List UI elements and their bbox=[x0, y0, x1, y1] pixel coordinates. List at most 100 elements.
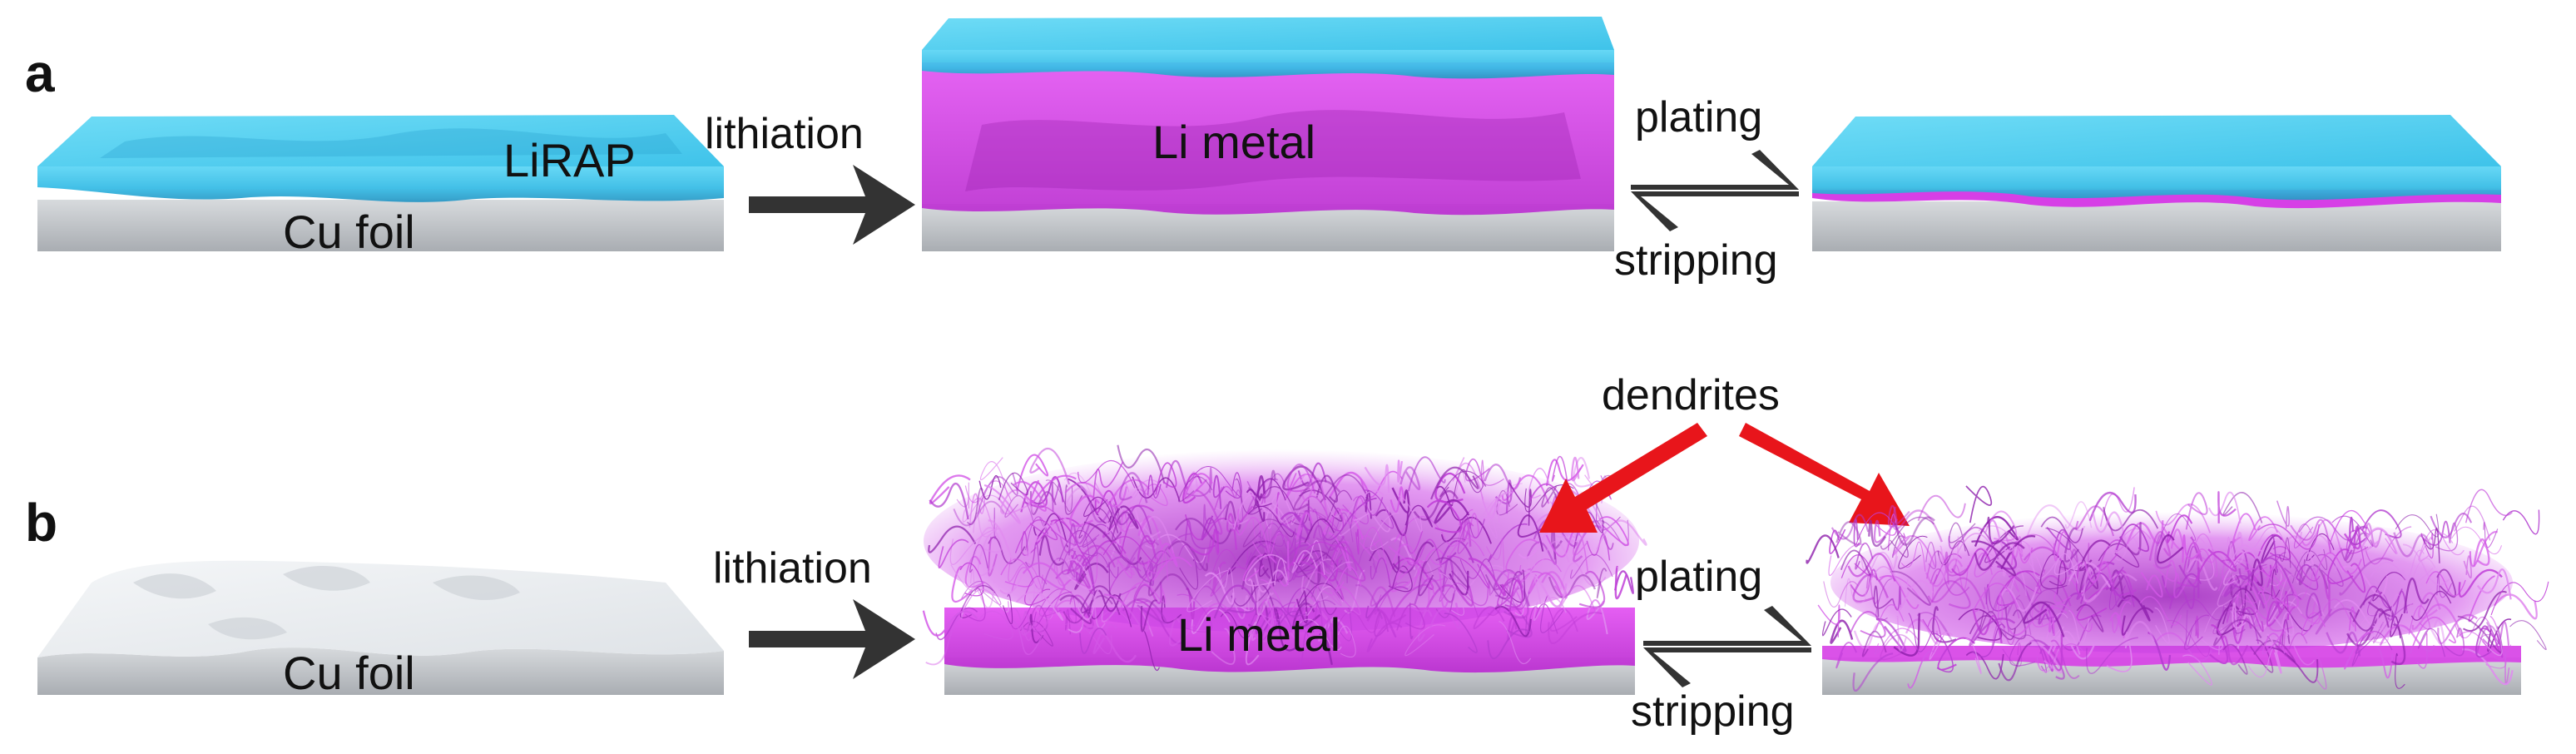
dendrite-fiber bbox=[2283, 630, 2308, 657]
dendrite-fiber bbox=[2293, 523, 2314, 548]
dendrite-fiber bbox=[2248, 516, 2279, 542]
dendrite-fiber bbox=[1853, 622, 1887, 649]
dendrite-fiber bbox=[1596, 568, 1608, 598]
dendrite-fiber bbox=[2173, 573, 2190, 598]
dendrite-fiber bbox=[1064, 623, 1112, 654]
dendrite-fiber bbox=[1469, 558, 1507, 597]
dendrite-fiber bbox=[2509, 620, 2547, 650]
dendrite-fiber bbox=[1391, 487, 1410, 513]
dendrite-fiber bbox=[1196, 603, 1253, 632]
dendrite-fiber bbox=[2417, 592, 2441, 619]
dendrite-fiber bbox=[2462, 648, 2514, 686]
dendrite-fiber bbox=[1212, 474, 1226, 509]
dendrite-fiber bbox=[2076, 603, 2104, 632]
dendrite-fiber bbox=[1890, 570, 1931, 607]
dendrite-fiber bbox=[2244, 590, 2269, 620]
panel-a-stripping-label: stripping bbox=[1614, 236, 1778, 285]
dendrite-fiber bbox=[1330, 541, 1358, 571]
dendrite-fiber bbox=[1459, 558, 1498, 588]
dendrite-fiber bbox=[1549, 608, 1578, 632]
dendrite-fiber bbox=[1974, 542, 2025, 571]
dendrite-fiber bbox=[1830, 513, 1870, 540]
dendrite-fiber bbox=[1118, 582, 1167, 613]
dendrite-fiber bbox=[2331, 515, 2374, 547]
dendrite-fiber bbox=[1185, 519, 1216, 549]
dendrite-fiber bbox=[1113, 509, 1128, 544]
dendrite-fiber bbox=[1299, 489, 1343, 522]
dendrite-fiber bbox=[977, 473, 1018, 514]
panel-b-stage1-bare-cu: Cu foil bbox=[37, 560, 724, 699]
dendrite-fiber bbox=[1558, 585, 1597, 613]
dendrite-fiber bbox=[1157, 533, 1207, 563]
dendrite-fiber bbox=[1439, 578, 1479, 618]
dendrite-fiber bbox=[1365, 586, 1409, 619]
dendrite-fiber bbox=[1337, 625, 1356, 657]
panel-a-coating-label: LiRAP bbox=[503, 134, 636, 186]
dendrite-fiber bbox=[1873, 518, 1898, 543]
dendrite-fiber bbox=[1999, 609, 2027, 640]
dendrite-fiber bbox=[2053, 531, 2067, 562]
dendrite-fiber bbox=[1008, 608, 1032, 642]
panel-a-stage1-substrate-label: Cu foil bbox=[283, 206, 415, 258]
dendrite-fiber bbox=[1209, 548, 1249, 585]
dendrite-fiber bbox=[1548, 612, 1603, 645]
dendrite-fiber bbox=[2412, 558, 2436, 584]
dendrite-fiber bbox=[1874, 604, 1905, 632]
dendrite-fiber bbox=[2053, 553, 2083, 584]
dendrite-fiber bbox=[1291, 549, 1318, 573]
dendrite-fiber bbox=[1282, 465, 1326, 501]
dendrite-fiber bbox=[2327, 548, 2354, 584]
dendrite-fiber bbox=[2050, 639, 2080, 679]
dendrite-fiber bbox=[956, 482, 969, 508]
dendrite-fiber bbox=[1078, 484, 1111, 523]
dendrite-fiber bbox=[1339, 496, 1365, 524]
dendrite-fiber bbox=[2223, 575, 2266, 609]
dendrite-fiber bbox=[2266, 552, 2286, 588]
dendrite-fiber bbox=[2222, 643, 2248, 675]
dendrite-fiber bbox=[1245, 604, 1276, 642]
dendrite-fiber bbox=[1068, 523, 1090, 556]
dendrite-fiber bbox=[1573, 457, 1593, 488]
dendrite-fiber bbox=[1551, 455, 1568, 484]
dendrite-fiber bbox=[2395, 513, 2440, 538]
dendrite-fiber bbox=[1367, 506, 1391, 533]
dendrite-fiber bbox=[2349, 516, 2367, 546]
dendrite-fiber bbox=[1505, 538, 1539, 574]
dendrite-fiber bbox=[2504, 648, 2510, 685]
dendrite-fiber bbox=[1896, 615, 1907, 652]
dendrite-fiber bbox=[1329, 471, 1370, 499]
dendrite-fiber bbox=[1137, 598, 1186, 645]
dendrite-fiber bbox=[964, 588, 986, 622]
dendrite-fiber bbox=[2217, 558, 2273, 592]
dendrite-fiber bbox=[2170, 598, 2225, 628]
dendrite-fiber bbox=[2029, 588, 2064, 620]
dendrite-fiber bbox=[2048, 606, 2055, 637]
dendrite-fiber bbox=[1847, 553, 1896, 582]
dendrite-fiber bbox=[2276, 500, 2290, 529]
dendrite-fiber bbox=[1418, 561, 1434, 597]
dendrite-fiber bbox=[1821, 608, 1852, 637]
dendrite-fiber bbox=[2474, 625, 2494, 658]
dendrite-fiber bbox=[1242, 518, 1283, 548]
dendrite-fiber bbox=[1067, 595, 1077, 624]
dendrite-fiber bbox=[2266, 601, 2283, 628]
dendrite-fiber bbox=[1101, 599, 1154, 637]
dendrite-fiber bbox=[1399, 466, 1421, 490]
dendrite-fiber bbox=[1880, 633, 1920, 661]
dendrite-fiber bbox=[2315, 608, 2359, 635]
dendrite-fiber bbox=[1426, 499, 1463, 533]
panel-a-stripping-arrow bbox=[1631, 191, 1799, 231]
panel-a-stage2-li-shading bbox=[965, 110, 1581, 191]
dendrite-fiber bbox=[2301, 518, 2342, 554]
dendrite-fiber bbox=[953, 500, 1005, 527]
dendrite-fiber bbox=[2208, 491, 2242, 523]
dendrite-fiber bbox=[1214, 485, 1236, 510]
dendrite-fiber bbox=[1463, 580, 1491, 607]
dendrite-fiber bbox=[2237, 527, 2290, 555]
dendrite-fiber bbox=[1324, 489, 1353, 523]
dendrite-fiber bbox=[1435, 587, 1461, 618]
dendrite-fiber bbox=[1194, 585, 1236, 613]
dendrite-fiber bbox=[1053, 559, 1077, 587]
dendrite-fiber bbox=[1551, 524, 1563, 560]
dendrite-fiber bbox=[1247, 469, 1276, 499]
